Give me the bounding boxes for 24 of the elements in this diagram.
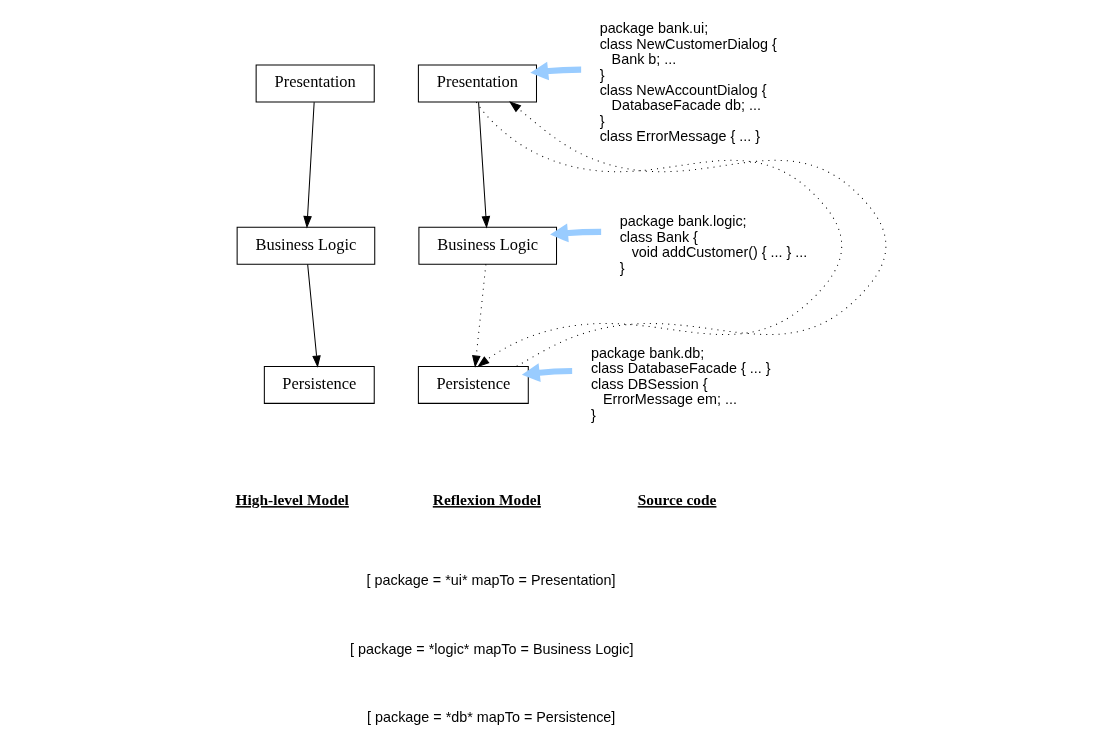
- arrow: [529, 61, 581, 81]
- arrow: [475, 101, 842, 368]
- arrow: [477, 101, 490, 229]
- node-box: Business Logic: [236, 226, 375, 265]
- node-text: package bank.ui; class NewCustomerDialog { Bank b; ... } class NewAccountDialog { DatabaseFacade db; ... } class ErrorMessage { ... }: [599, 20, 777, 145]
- arrow: [302, 101, 315, 229]
- label: Reflexion Model: [432, 491, 541, 509]
- node-box: Persistence: [263, 365, 375, 404]
- node-box: Business Logic: [417, 226, 557, 265]
- node-box: Presentation: [255, 64, 375, 103]
- node-box: Persistence: [417, 365, 529, 404]
- label: [ package = *ui* mapTo = Presentation]: [366, 571, 616, 588]
- node-text: package bank.logic; class Bank { void addCustomer() { ... } ... }: [619, 213, 807, 276]
- arrow: [508, 101, 886, 367]
- arrow: [471, 263, 486, 368]
- label: [ package = *db* mapTo = Persistence]: [366, 709, 615, 726]
- node-box: Presentation: [417, 64, 537, 103]
- arrow: [306, 263, 321, 368]
- arrow: [521, 363, 572, 383]
- label: High-level Model: [235, 491, 349, 509]
- label: Source code: [637, 491, 716, 509]
- label: [ package = *logic* mapTo = Business Logic]: [349, 640, 633, 657]
- node-text: package bank.db; class DatabaseFacade { ... } class DBSession { ErrorMessage em; ... }: [590, 344, 771, 423]
- arrow: [549, 223, 601, 243]
